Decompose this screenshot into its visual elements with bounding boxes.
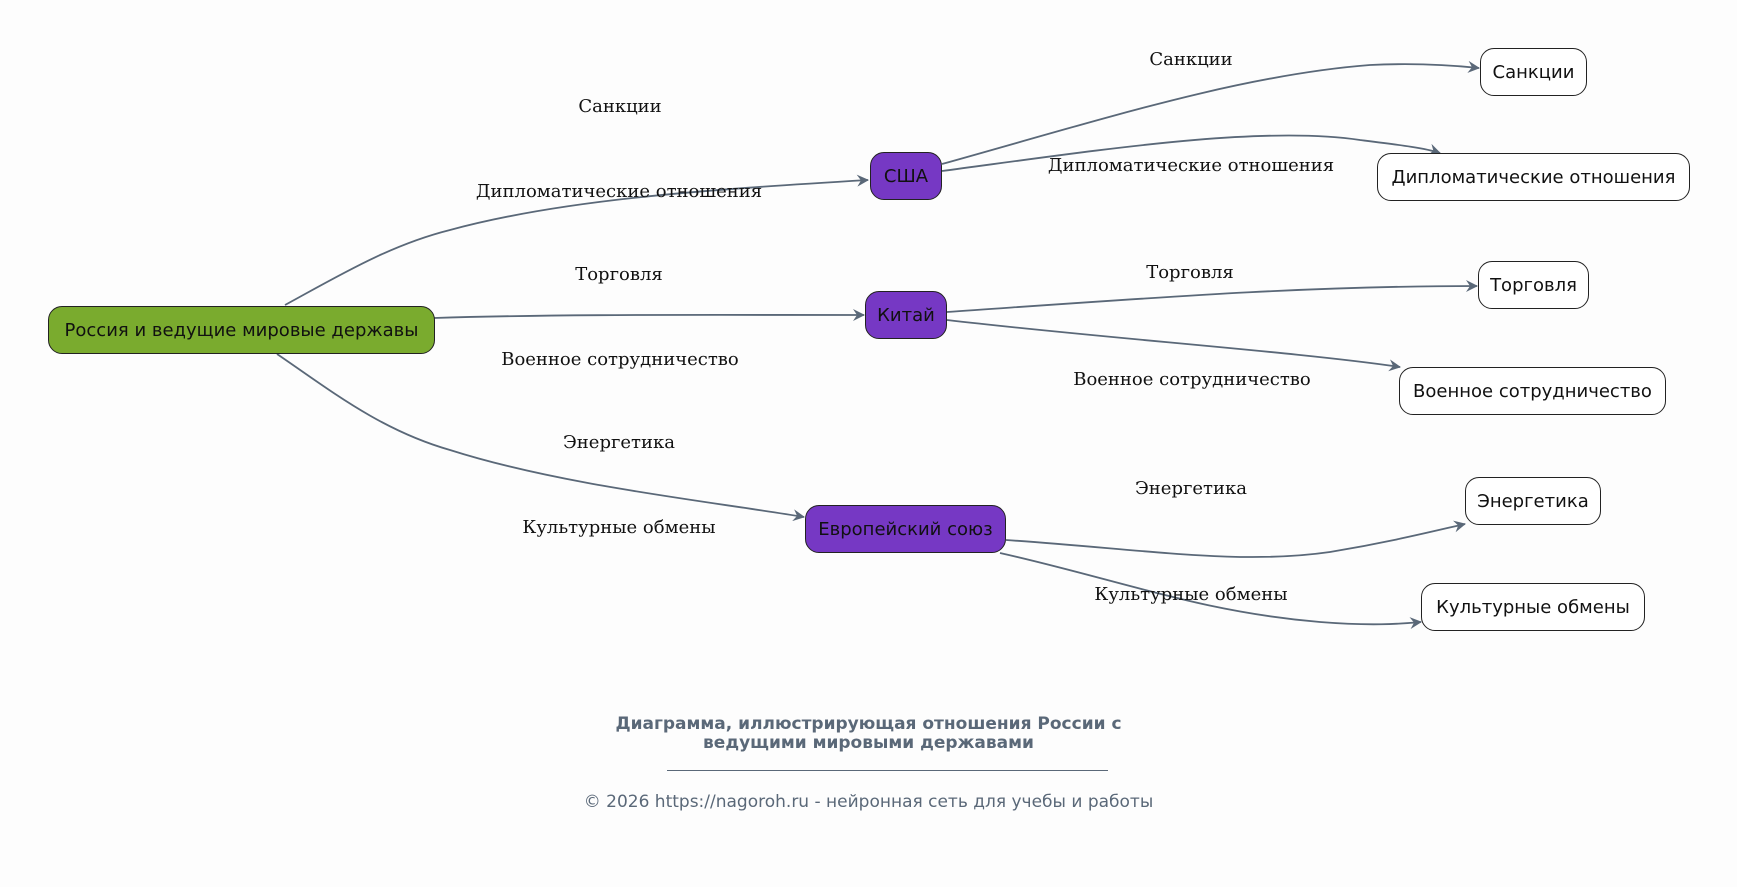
edge-usa-sanctions (941, 60, 1480, 165)
edge-usa-diplomacy (941, 134, 1441, 172)
edge-china-trade (946, 280, 1478, 313)
edge-label-root-usa-diplomacy: Дипломатические отношения (475, 181, 763, 202)
edge-label-root-china-military: Военное сотрудничество (501, 349, 739, 370)
edge-label-root-eu-culture: Культурные обмены (522, 517, 716, 538)
node-eu[interactable]: Европейский союз (805, 505, 1006, 553)
edge-label-usa-sanctions: Санкции (1149, 49, 1233, 70)
edge-eu-energy (1005, 520, 1466, 558)
edge-label-eu-culture: Культурные обмены (1094, 584, 1288, 605)
node-topic-military[interactable]: Военное сотрудничество (1399, 367, 1666, 415)
diagram-title-line-2: ведущими мировыми державами (703, 733, 1034, 753)
node-usa[interactable]: США (870, 152, 942, 200)
edge-root-china (433, 308, 865, 321)
edge-root-usa (284, 174, 869, 306)
edge-label-china-trade: Торговля (1146, 262, 1234, 283)
footer-copyright: © 2026 https://nagoroh.ru - нейронная се… (583, 792, 1154, 812)
edge-label-root-china-trade: Торговля (575, 264, 663, 285)
node-root[interactable]: Россия и ведущие мировые державы (48, 306, 435, 354)
caption-divider (667, 770, 1108, 771)
diagram-title: Диаграмма, иллюстрирующая отношения Росс… (0, 715, 1737, 753)
diagram-title-line-1: Диаграмма, иллюстрирующая отношения Росс… (615, 714, 1122, 734)
edge-label-root-eu-energy: Энергетика (563, 432, 675, 453)
node-topic-sanctions[interactable]: Санкции (1480, 48, 1587, 96)
edge-label-eu-energy: Энергетика (1135, 478, 1247, 499)
edge-label-root-usa-sanctions: Санкции (578, 96, 662, 117)
node-topic-culture[interactable]: Культурные обмены (1421, 583, 1645, 631)
edge-root-eu (276, 353, 805, 522)
node-topic-diplomacy[interactable]: Дипломатические отношения (1377, 153, 1690, 201)
edge-china-military (946, 319, 1401, 372)
edge-eu-culture (999, 552, 1422, 630)
edge-label-usa-diplomacy: Дипломатические отношения (1047, 155, 1335, 176)
edge-label-china-military: Военное сотрудничество (1073, 369, 1311, 390)
node-topic-trade[interactable]: Торговля (1478, 261, 1589, 309)
node-topic-energy[interactable]: Энергетика (1465, 477, 1601, 525)
node-china[interactable]: Китай (865, 291, 947, 339)
